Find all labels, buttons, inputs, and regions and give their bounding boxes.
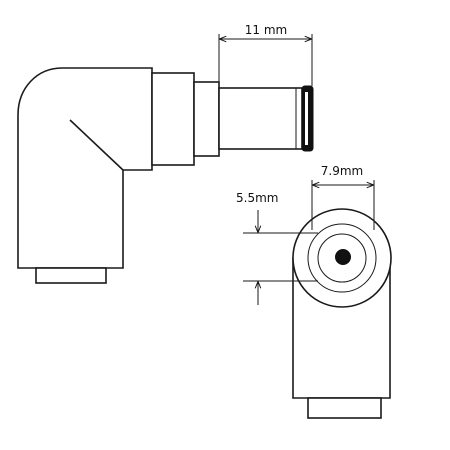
barrel-tip-highlight <box>305 92 308 145</box>
front-middle-ring <box>307 223 377 293</box>
barrel <box>218 87 303 150</box>
front-inner-ring <box>317 233 367 283</box>
elbow-crease <box>69 119 124 171</box>
elbow-body <box>17 67 153 269</box>
collar-outer <box>151 72 195 166</box>
side-view: 11 mm <box>17 23 314 284</box>
collar-inner <box>193 81 220 157</box>
length-label: 11 mm <box>245 23 287 37</box>
elbow-foot <box>35 267 107 284</box>
front-foot <box>307 397 382 419</box>
od-label: 7.9mm <box>321 164 363 178</box>
front-pin <box>335 249 351 265</box>
front-view: 7.9mm 5.5mm <box>236 164 392 419</box>
id-label: 5.5mm <box>236 191 278 205</box>
